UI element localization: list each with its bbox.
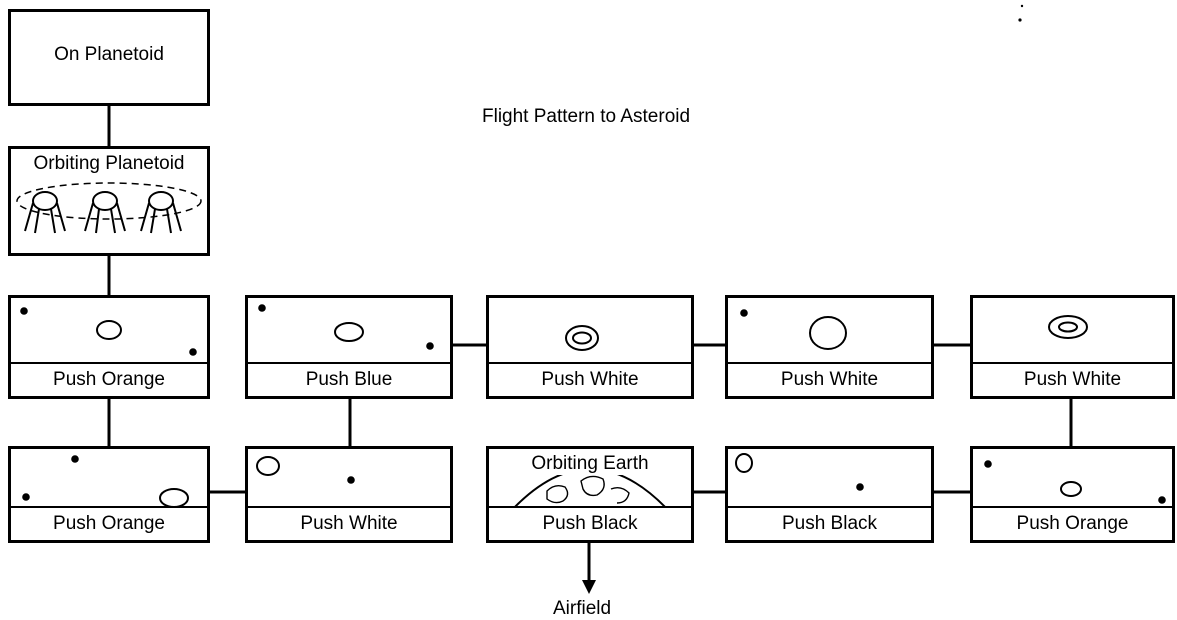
- step-action-label: Push Orange: [973, 506, 1172, 540]
- step-action-label: Push Black: [728, 506, 931, 540]
- step-action-label: Push White: [728, 362, 931, 396]
- step-scene: [11, 449, 207, 507]
- step-r2c3-orbiting-earth: Orbiting Earth Push Black: [486, 446, 694, 543]
- step-scene: [248, 298, 450, 362]
- step-r2c4: Push Black: [725, 446, 934, 543]
- speck: [1018, 18, 1021, 21]
- step-scene: [728, 449, 931, 507]
- step-action-label: Push White: [248, 506, 450, 540]
- step-scene: [728, 298, 931, 362]
- step-r2c2: Push White: [245, 446, 453, 543]
- step-action-label: Push Blue: [248, 362, 450, 396]
- step-r1c3: Push White: [486, 295, 694, 399]
- step-r1c1: Push Orange: [8, 295, 210, 399]
- arrowhead-airfield: [582, 580, 596, 594]
- speck: [1021, 5, 1023, 7]
- step-r1c2: Push Blue: [245, 295, 453, 399]
- step-action-label: Push Black: [489, 506, 691, 540]
- step-scene: [11, 298, 207, 362]
- step-r2c5: Push Orange: [970, 446, 1175, 543]
- airfield-label: Airfield: [553, 598, 611, 620]
- step-r1c4: Push White: [725, 295, 934, 399]
- diagram-title: Flight Pattern to Asteroid: [482, 106, 690, 128]
- step-action-label: Push White: [489, 362, 691, 396]
- step-scene: [248, 449, 450, 507]
- step-action-label: Push White: [973, 362, 1172, 396]
- planetoid-orbit-illustration: [11, 149, 207, 253]
- step-scene: [489, 298, 691, 362]
- step-scene: [973, 298, 1172, 362]
- step-scene: [973, 449, 1172, 507]
- node-label: On Planetoid: [11, 44, 207, 66]
- step-action-label: Push Orange: [11, 506, 207, 540]
- earth-caption: Orbiting Earth: [519, 453, 661, 475]
- node-orbiting-planetoid: Orbiting Planetoid: [8, 146, 210, 256]
- step-r1c5: Push White: [970, 295, 1175, 399]
- step-action-label: Push Orange: [11, 362, 207, 396]
- step-r2c1: Push Orange: [8, 446, 210, 543]
- node-on-planetoid: On Planetoid: [8, 9, 210, 106]
